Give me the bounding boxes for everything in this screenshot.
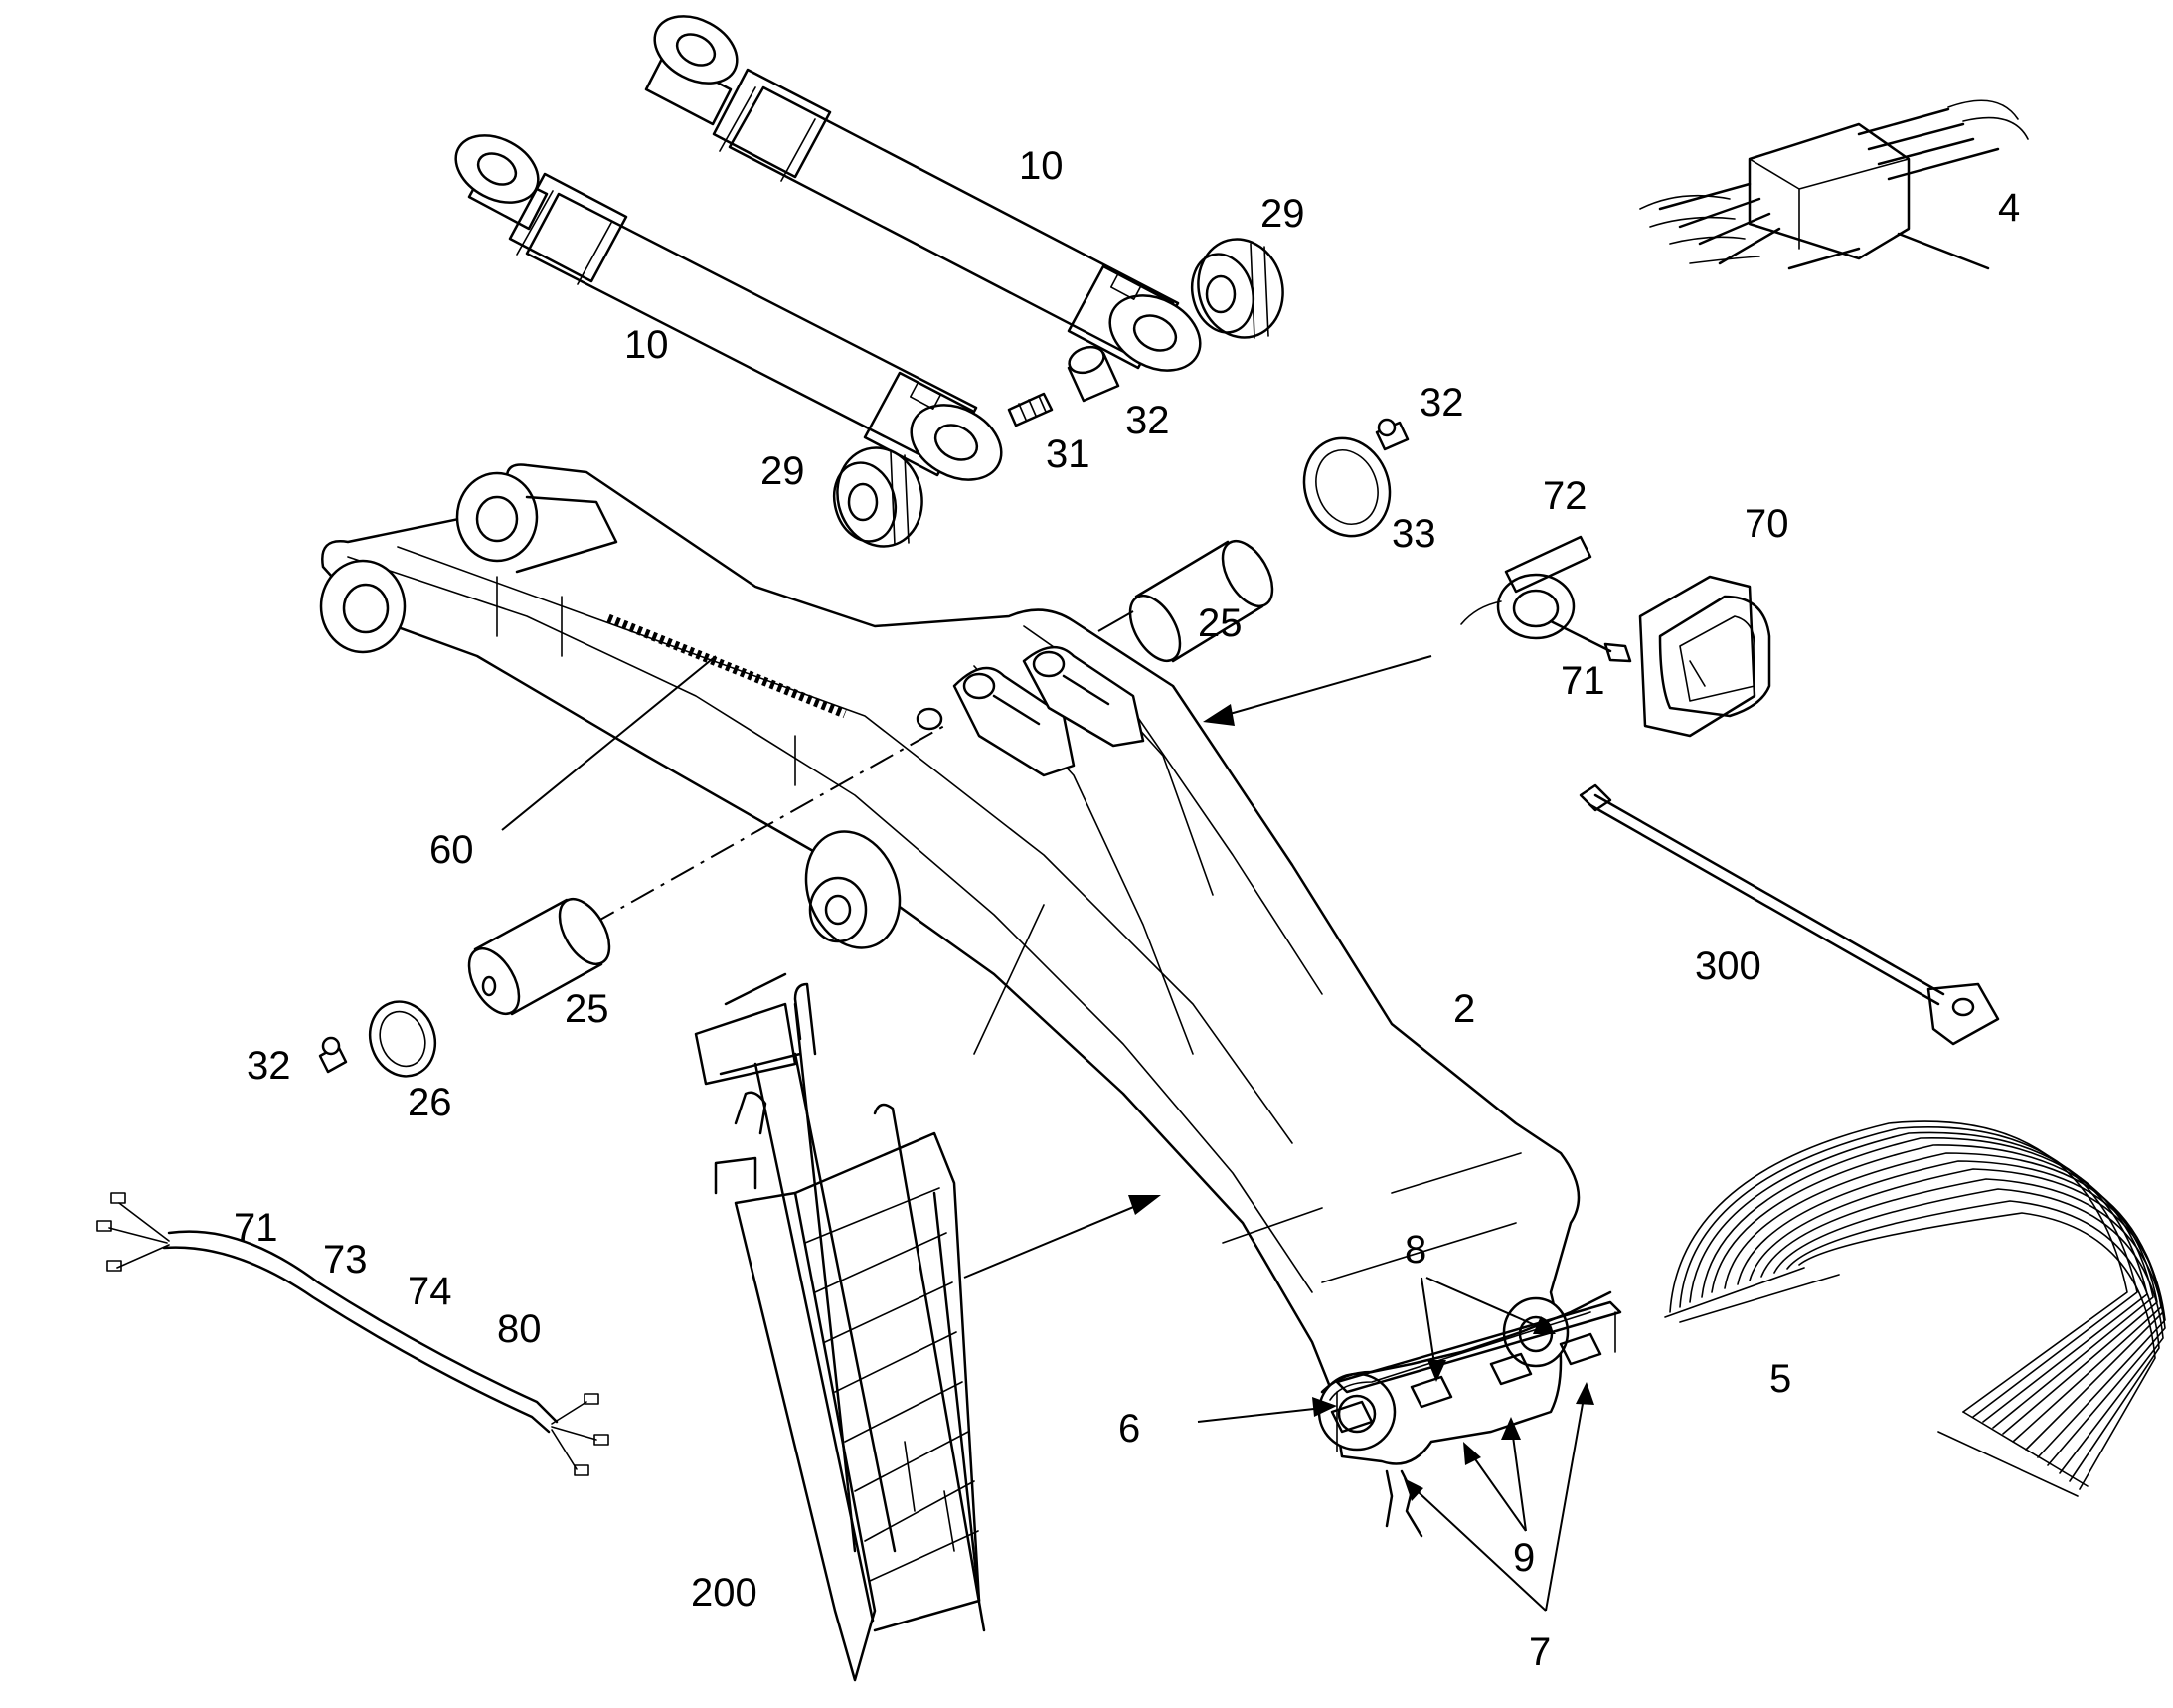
label-9: 9 [1513,1536,1535,1580]
hydraulic-cylinder-right [644,15,1202,372]
cable-tie-72 [1460,535,1592,640]
bushing-left [832,446,923,548]
boom-main [319,463,1581,1465]
bushing-right [1190,238,1284,339]
cover-plate-33 [1302,436,1392,538]
access-ladder-200 [694,972,986,1682]
sleeve-32 [1067,345,1120,403]
wear-strip-60 [501,613,847,831]
label-300: 300 [1695,944,1761,988]
label-60: 60 [429,828,474,872]
cover-plate-26 [368,1000,437,1078]
label-25-lower: 25 [565,987,609,1031]
label-6: 6 [1118,1407,1140,1451]
label-32-sleeve: 32 [1125,399,1170,442]
label-29-right: 29 [1260,192,1305,236]
label-70: 70 [1745,502,1789,546]
valve-block [1639,99,2029,270]
label-31: 31 [1046,432,1090,476]
boom-tip-clamps [1320,1290,1622,1538]
callout-labels: 10 10 29 29 4 31 32 32 33 72 70 71 25 25… [234,144,2020,1674]
grease-nipple-32-lower [318,1036,348,1074]
label-4: 4 [1998,186,2020,230]
grease-nipple-31 [1007,392,1054,427]
hydraulic-cylinder-left [454,134,1003,481]
pin-25-upper [1097,540,1274,663]
screw-71 [1549,619,1632,663]
label-71-harness: 71 [234,1206,278,1250]
label-80: 80 [497,1307,542,1351]
junction-box-70 [1638,575,1771,738]
leader-lines [1197,1277,1594,1612]
label-10-right: 10 [1019,144,1064,188]
label-8: 8 [1405,1228,1426,1272]
label-25-upper: 25 [1198,601,1243,645]
tie-rod-300 [1579,783,2000,1046]
grease-nipple-32 [1375,418,1410,451]
pin-axis-line [590,725,945,926]
label-2: 2 [1453,987,1475,1031]
label-32-lower: 32 [247,1044,291,1088]
label-200: 200 [691,1571,757,1615]
wiring-harness [96,1192,609,1476]
hose-bundle-5 [1664,1120,2166,1497]
label-7: 7 [1529,1630,1551,1674]
pin-25-lower [467,898,611,1016]
label-26: 26 [408,1081,452,1124]
label-33: 33 [1392,512,1436,556]
arrow-leader-70 [1203,655,1432,726]
label-32-cover: 32 [1420,381,1464,425]
label-10-left: 10 [624,323,669,367]
label-5: 5 [1769,1357,1791,1401]
label-72: 72 [1543,474,1588,518]
label-29-left: 29 [760,449,805,493]
arrow-leader-200 [963,1195,1161,1279]
label-71-screw: 71 [1561,659,1605,703]
label-74: 74 [408,1270,452,1313]
label-73: 73 [323,1238,368,1281]
